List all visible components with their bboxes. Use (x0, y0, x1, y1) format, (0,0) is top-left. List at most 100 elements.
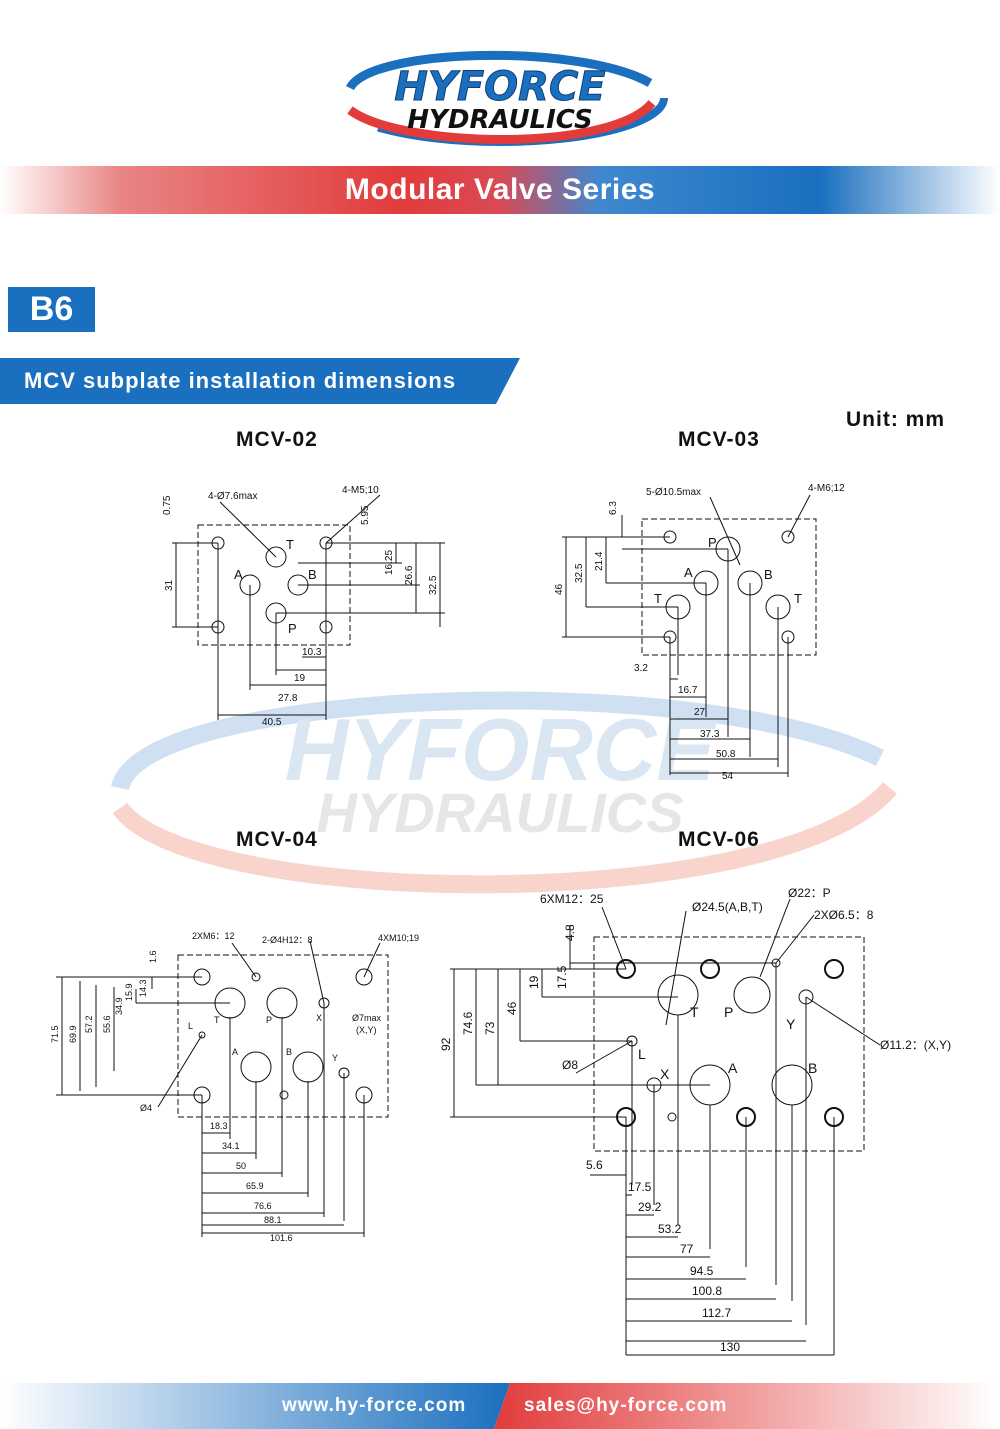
title-mcv03: MCV-03 (678, 428, 760, 451)
mcv04-label: P (266, 1015, 272, 1025)
mcv04-dim: 55.6 (102, 1015, 112, 1033)
mcv02-dim: 5.95 (360, 505, 371, 525)
mcv06-label: Ø22：P (788, 886, 831, 900)
mcv04-dim: 71.5 (50, 1025, 60, 1043)
mcv04-dim: 50 (236, 1161, 246, 1171)
mcv06-label: X (660, 1066, 670, 1082)
mcv04-dim: 34.9 (114, 997, 124, 1015)
mcv02-dim: 26.6 (404, 565, 415, 585)
mcv02-dim: 10.3 (302, 647, 322, 658)
mcv03-label: 5-Ø10.5max (646, 487, 701, 498)
mcv02-drawing: 4-Ø7.6max 4-M5;10 T A B P 0.75 31 5.95 1… (162, 485, 445, 728)
mcv06-dim: 19 (527, 975, 541, 989)
mcv03-dim: 16.7 (678, 685, 698, 696)
mcv04-label: X (316, 1013, 322, 1023)
mcv03-dim: 27 (694, 707, 706, 718)
mcv02-dim: 19 (294, 673, 306, 684)
mcv02-label: T (286, 537, 294, 552)
mcv03-dim: 54 (722, 771, 734, 782)
mcv02-label: 4-Ø7.6max (208, 491, 257, 502)
mcv03-dim: 6.3 (608, 501, 619, 515)
mcv06-dim: 17.5 (628, 1180, 652, 1194)
mcv03-dim: 46 (554, 583, 565, 595)
mcv06-dim: 92 (439, 1037, 453, 1051)
mcv03-label: A (684, 565, 693, 580)
mcv04-dim: 15.9 (124, 983, 134, 1001)
mcv06-label: L (638, 1046, 646, 1062)
mcv03-dim: 37.3 (700, 729, 720, 740)
mcv06-dim: 53.2 (658, 1222, 682, 1236)
title-mcv02: MCV-02 (236, 428, 318, 451)
mcv03-dim: 21.4 (594, 551, 605, 571)
page-code-badge: B6 (8, 287, 95, 332)
footer-bar (0, 1383, 1000, 1429)
mcv06-dim: 5.6 (586, 1158, 603, 1172)
section-title-bar (0, 358, 520, 404)
mcv04-label: L (188, 1021, 193, 1031)
mcv03-label: T (654, 591, 662, 606)
mcv06-dim: 74.6 (461, 1011, 475, 1035)
mcv04-label: Ø7max (352, 1013, 382, 1023)
mcv06-label: B (808, 1060, 817, 1076)
watermark-logo: HYFORCE HYDRAULICS (100, 668, 900, 908)
mcv04-dim: 14.3 (138, 979, 148, 997)
mcv04-dim: 101.6 (270, 1233, 293, 1243)
mcv04-label: Y (332, 1053, 338, 1063)
mcv04-label: 2-Ø4H12：8 (262, 935, 313, 945)
mcv04-drawing: 2XM6：12 2-Ø4H12：8 4XM10;19 Ø7max (X,Y) L… (50, 931, 419, 1243)
mcv04-label: 2XM6：12 (192, 931, 235, 941)
mcv04-label: A (232, 1047, 238, 1057)
mcv03-dim: 32.5 (574, 563, 585, 583)
mcv06-dim: 77 (680, 1242, 694, 1256)
mcv06-dim: 94.5 (690, 1264, 714, 1278)
mcv04-dim: 65.9 (246, 1181, 264, 1191)
logo-line2: HYDRAULICS (407, 105, 592, 135)
mcv04-dim: 69.9 (68, 1025, 78, 1043)
mcv04-label: T (214, 1015, 220, 1025)
mcv04-dim: 1.6 (148, 950, 158, 963)
logo-line1: HYFORCE (394, 64, 605, 110)
mcv06-dim: 29.2 (638, 1200, 662, 1214)
mcv03-drawing: 5-Ø10.5max 4-M6;12 P A B T T 6.3 46 32.5… (554, 483, 845, 782)
mcv04-label: B (286, 1047, 292, 1057)
mcv02-label: P (288, 621, 297, 636)
mcv04-label: (X,Y) (356, 1025, 377, 1035)
brand-logo: HYFORCE HYDRAULICS (330, 48, 670, 148)
footer-website-link[interactable]: www.hy-force.com (282, 1395, 467, 1416)
mcv06-dim: 73 (483, 1021, 497, 1035)
mcv04-label: 4XM10;19 (378, 933, 419, 943)
mcv06-label: 2XØ6.5：8 (814, 908, 874, 922)
unit-label: Unit: mm (846, 408, 945, 431)
mcv02-dim: 27.8 (278, 693, 298, 704)
mcv02-dim: 0.75 (162, 495, 173, 515)
mcv02-dim: 32.5 (428, 575, 439, 595)
mcv06-label: Y (786, 1016, 796, 1032)
mcv03-label: T (794, 591, 802, 606)
section-title: MCV subplate installation dimensions (24, 368, 457, 393)
mcv03-dim: 50.8 (716, 749, 736, 760)
title-mcv06: MCV-06 (678, 828, 760, 851)
mcv06-dim: 46 (505, 1001, 519, 1015)
mcv02-dim: 16.25 (384, 550, 395, 575)
mcv04-dim: 34.1 (222, 1141, 240, 1151)
mcv06-drawing: 6XM12：25 Ø24.5(A,B,T) Ø22：P 2XØ6.5：8 Ø11… (439, 886, 951, 1356)
footer-email-link[interactable]: sales@hy-force.com (524, 1395, 728, 1416)
mcv06-label: Ø8 (562, 1058, 578, 1072)
mcv04-dim: 88.1 (264, 1215, 282, 1225)
svg-text:HYDRAULICS: HYDRAULICS (316, 781, 683, 844)
mcv06-dim: 4.8 (563, 924, 577, 941)
mcv06-label: Ø11.2：(X,Y) (880, 1038, 951, 1052)
mcv04-dim: 18.3 (210, 1121, 228, 1131)
banner-bar (0, 166, 1000, 214)
mcv03-label: B (764, 567, 773, 582)
mcv06-dim: 112.7 (702, 1306, 731, 1320)
mcv02-label: A (234, 567, 243, 582)
mcv03-label: P (708, 535, 717, 550)
mcv02-dim: 31 (164, 579, 175, 591)
mcv06-label: 6XM12：25 (540, 892, 604, 906)
mcv06-label: P (724, 1004, 733, 1020)
mcv02-label: 4-M5;10 (342, 485, 379, 496)
mcv06-dim: 100.8 (692, 1284, 722, 1298)
mcv06-dim: 130 (720, 1340, 740, 1354)
mcv03-dim: 3.2 (634, 663, 648, 674)
